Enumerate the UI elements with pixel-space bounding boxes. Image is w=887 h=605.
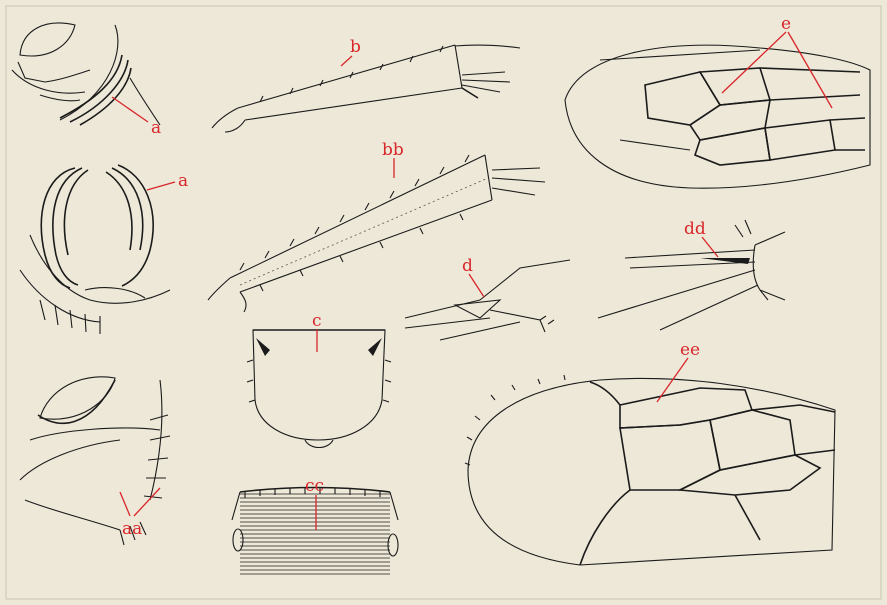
label-d: d [462,256,473,276]
label-a-middle: a [178,171,188,191]
label-b: b [350,37,361,57]
label-ee: ee [680,340,700,360]
label-bb: bb [382,140,404,160]
label-c: c [312,311,322,331]
label-dd: dd [684,219,706,239]
label-cc: cc [305,476,324,496]
figure-cc [232,488,398,578]
label-e: e [781,14,791,34]
label-aa: aa [122,519,142,539]
label-a-top: a [151,118,161,138]
